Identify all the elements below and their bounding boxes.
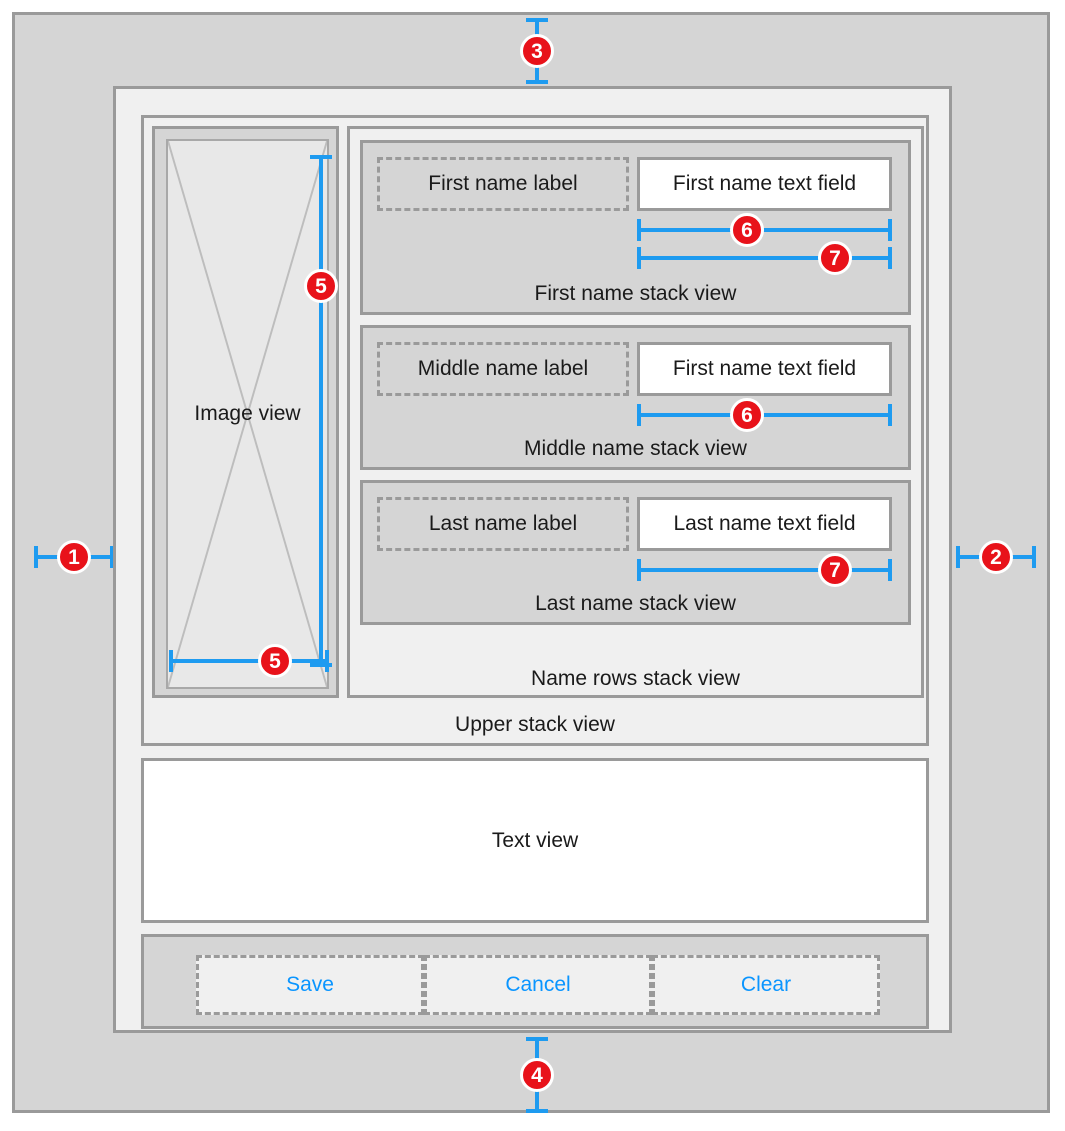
measure-cap-right [888, 247, 892, 269]
image-placeholder-cross-icon [168, 141, 327, 687]
measure-line-last-7 [637, 559, 892, 581]
clear-button[interactable]: Clear [652, 955, 880, 1015]
measure-cap-top [526, 18, 548, 22]
measure-cap-left [637, 404, 641, 426]
upper-stack-view: Image view 5 5 [141, 115, 929, 746]
measure-line-first-6 [637, 219, 892, 241]
callout-badge-middle-6[interactable]: 6 [730, 398, 764, 432]
callout-badge-first-7[interactable]: 7 [818, 241, 852, 275]
measure-cap-left [637, 219, 641, 241]
measure-cap-left [169, 650, 173, 672]
measure-cap-bottom [526, 1109, 548, 1113]
name-rows-stack-view: First name label First name text field 6… [347, 126, 924, 698]
middle-name-label: Middle name label [377, 342, 629, 396]
callout-badge-3[interactable]: 3 [520, 34, 554, 68]
last-name-stack-view: Last name label Last name text field 7 L… [360, 480, 911, 625]
measure-line-first-7 [637, 247, 892, 269]
cancel-button[interactable]: Cancel [424, 955, 652, 1015]
first-name-text-field[interactable]: First name text field [637, 157, 892, 211]
middle-name-stack-view: Middle name label First name text field … [360, 325, 911, 470]
measure-cap-right [888, 404, 892, 426]
first-name-stack-label: First name stack view [534, 282, 737, 305]
name-rows-stack-label: Name rows stack view [531, 667, 740, 690]
measure-bar [637, 228, 892, 232]
content-card: Image view 5 5 [113, 86, 952, 1033]
callout-badge-1[interactable]: 1 [57, 540, 91, 574]
measure-bar [637, 568, 892, 572]
measure-cap-left [34, 546, 38, 568]
buttons-stack-view: Save Cancel Clear [141, 934, 929, 1029]
measure-cap-bottom [310, 663, 332, 667]
image-view[interactable]: Image view [166, 139, 329, 689]
measure-cap-top [526, 1037, 548, 1041]
callout-badge-image-height[interactable]: 5 [304, 269, 338, 303]
text-view[interactable]: Text view [141, 758, 929, 923]
measure-cap-right [110, 546, 114, 568]
measure-cap-left [956, 546, 960, 568]
measure-cap-right [888, 219, 892, 241]
last-name-stack-label: Last name stack view [535, 592, 736, 615]
first-name-stack-view: First name label First name text field 6… [360, 140, 911, 315]
measure-cap-left [637, 247, 641, 269]
callout-badge-last-7[interactable]: 7 [818, 553, 852, 587]
measure-cap-right [325, 650, 329, 672]
image-view-container: Image view 5 5 [152, 126, 339, 698]
measure-line-image-width [169, 650, 329, 672]
last-name-text-field[interactable]: Last name text field [637, 497, 892, 551]
middle-name-text-field[interactable]: First name text field [637, 342, 892, 396]
measure-cap-right [888, 559, 892, 581]
measure-bar [637, 413, 892, 417]
first-name-label: First name label [377, 157, 629, 211]
measure-bar [319, 155, 323, 667]
save-button[interactable]: Save [196, 955, 424, 1015]
last-name-label: Last name label [377, 497, 629, 551]
measure-cap-top [310, 155, 332, 159]
measure-bar [169, 659, 329, 663]
middle-name-stack-label: Middle name stack view [524, 437, 747, 460]
callout-badge-2[interactable]: 2 [979, 540, 1013, 574]
callout-badge-first-6[interactable]: 6 [730, 213, 764, 247]
measure-bar [637, 256, 892, 260]
measure-cap-right [1032, 546, 1036, 568]
measure-cap-left [637, 559, 641, 581]
measure-line-middle-6 [637, 404, 892, 426]
measure-cap-bottom [526, 80, 548, 84]
upper-stack-label: Upper stack view [455, 713, 615, 736]
callout-badge-4[interactable]: 4 [520, 1058, 554, 1092]
callout-badge-image-width[interactable]: 5 [258, 644, 292, 678]
measure-line-image-height [310, 155, 332, 667]
image-view-label: Image view [194, 402, 301, 425]
